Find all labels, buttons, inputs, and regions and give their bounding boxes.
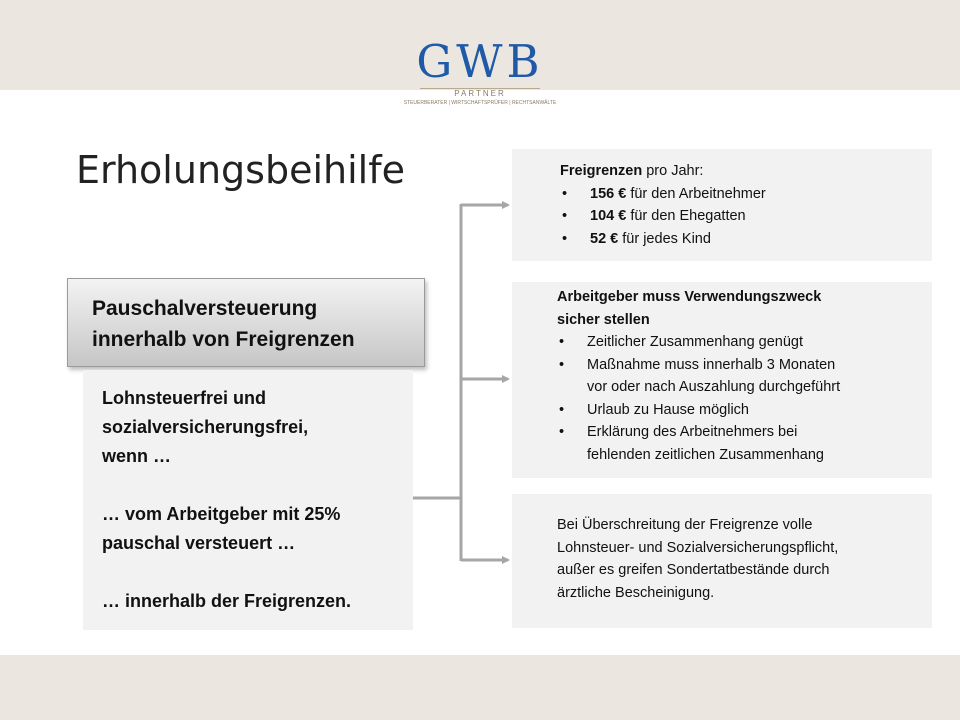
freigrenzen-heading-bold: Freigrenzen	[560, 163, 643, 179]
freigrenzen-heading: Freigrenzen pro Jahr:	[560, 160, 912, 183]
conditions-line-4: … vom Arbeitgeber mit 25%	[102, 504, 341, 524]
conditions-line-5: pauschal versteuert …	[102, 533, 296, 553]
conditions-line-2: sozialversicherungsfrei,	[102, 417, 309, 437]
logo-wordmark: GWB	[416, 35, 544, 88]
logo-tagline: STEUERBERATER | WIRTSCHAFTSPRÜFER | RECH…	[403, 100, 557, 106]
list-item: 104 € für den Ehegatten	[560, 205, 912, 228]
freigrenzen-box: Freigrenzen pro Jahr: 156 € für den Arbe…	[512, 149, 932, 261]
list-item: 156 € für den Arbeitnehmer	[560, 183, 912, 206]
freigrenzen-heading-rest: pro Jahr:	[642, 163, 704, 179]
list-item: Zeitlicher Zusammenhang genügt	[557, 331, 912, 354]
verwendungszweck-list: Zeitlicher Zusammenhang genügt Maßnahme …	[557, 331, 912, 466]
ueberschreitung-line-3: außer es greifen Sondertatbestände durch	[557, 562, 830, 578]
freigrenzen-list: 156 € für den Arbeitnehmer 104 € für den…	[560, 183, 912, 251]
ueberschreitung-line-1: Bei Überschreitung der Freigrenze volle	[557, 517, 813, 533]
conditions-box: Lohnsteuerfrei und sozialversicherungsfr…	[83, 370, 413, 630]
verwendungszweck-heading-1: Arbeitgeber muss Verwendungszweck	[557, 289, 822, 305]
top-band	[0, 0, 960, 90]
gwb-logo: GWB PARTNER STEUERBERATER | WIRTSCHAFTSP…	[400, 36, 560, 116]
conditions-line-6: … innerhalb der Freigrenzen.	[102, 591, 352, 611]
verwendungszweck-heading-2: sicher stellen	[557, 311, 650, 328]
slide-title: Erholungsbeihilfe	[76, 148, 405, 192]
verwendungszweck-box: Arbeitgeber muss Verwendungszweck sicher…	[512, 282, 932, 478]
list-item: Urlaub zu Hause möglich	[557, 399, 912, 422]
headbox-line-1: Pauschalversteuerung	[92, 297, 318, 320]
list-item: 52 € für jedes Kind	[560, 228, 912, 251]
ueberschreitung-box: Bei Überschreitung der Freigrenze volle …	[512, 494, 932, 628]
bottom-band	[0, 655, 960, 720]
pauschal-heading-box: Pauschalversteuerung innerhalb von Freig…	[67, 278, 425, 367]
ueberschreitung-line-2: Lohnsteuer- und Sozialversicherungspflic…	[557, 539, 839, 556]
conditions-line-1: Lohnsteuerfrei und	[102, 388, 267, 408]
headbox-line-2: innerhalb von Freigrenzen	[92, 328, 355, 351]
ueberschreitung-line-4: ärztliche Bescheinigung.	[557, 584, 715, 601]
logo-partner: PARTNER	[420, 88, 540, 99]
list-item: Erklärung des Arbeitnehmers beifehlenden…	[557, 421, 912, 466]
conditions-line-3: wenn …	[102, 446, 172, 466]
